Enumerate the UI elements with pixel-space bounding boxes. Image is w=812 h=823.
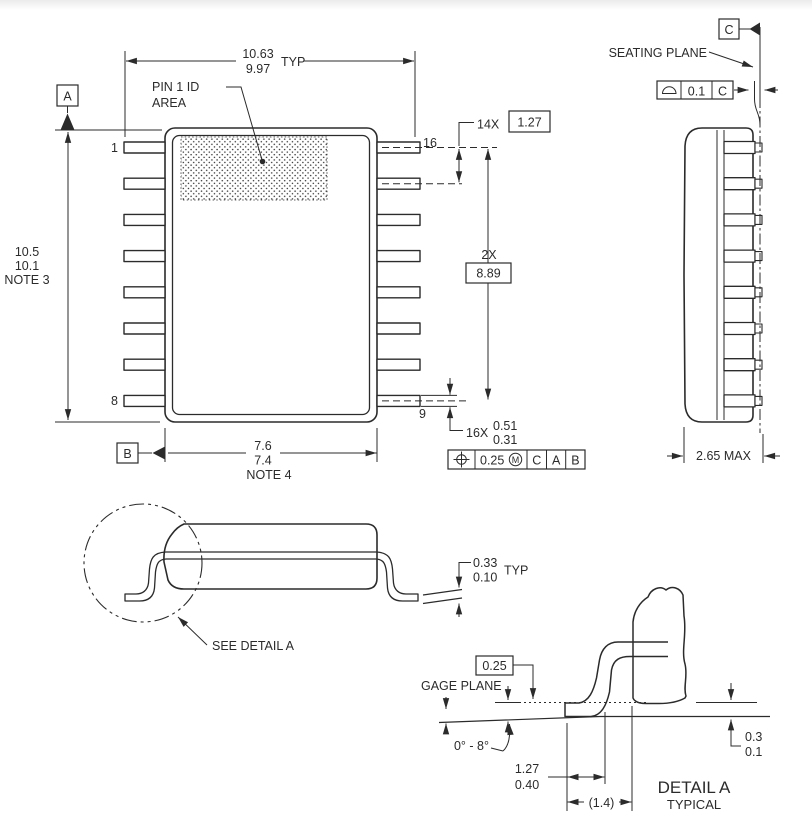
dimension-bracket (458, 562, 471, 574)
dim-foot-length-max: 1.27 (515, 762, 539, 776)
dim-span-basic-box (465, 262, 512, 284)
datum-a-label: A (63, 90, 72, 104)
dim-body-width-note: NOTE 4 (246, 468, 291, 482)
profile-of-surface-symbol-icon (661, 86, 677, 94)
dim-standoff-min: 0.1 (745, 745, 762, 759)
dim-lead-ref-value: (1.4) (589, 796, 615, 810)
dim-span-count: 2X (481, 248, 497, 262)
dim-gage-offset-value: 0.25 (482, 659, 506, 673)
pin-number-9: 9 (419, 407, 426, 421)
fcf-frame (656, 80, 734, 100)
side-body-outline (683, 127, 754, 423)
dim-overall-width-min: 9.97 (246, 62, 270, 76)
gage-plane-label: GAGE PLANE (421, 679, 502, 693)
right-pins (376, 141, 421, 408)
dimension-bracket (730, 733, 741, 747)
datum-b-label: B (123, 447, 131, 461)
dim-overall-width-qualifier: TYP (281, 55, 305, 69)
lead-angle-tick (490, 747, 504, 752)
datum-a-triangle-icon (60, 113, 75, 130)
fcf-cell-dividers (474, 450, 567, 469)
datum-b-triangle-icon (152, 446, 165, 460)
dim-overall-length-min: 10.1 (15, 259, 39, 273)
package-body-outline (164, 127, 378, 423)
fcf-position-tolerance: 0.25 (480, 454, 504, 468)
dim-standoff-max: 0.3 (745, 730, 762, 744)
dim-pitch-value: 1.27 (517, 116, 541, 130)
dim-foot-length-min: 0.40 (515, 778, 539, 792)
seating-plane-leader (708, 51, 754, 68)
tolerance-zone-connector (754, 98, 761, 126)
dim-span-value: 8.89 (476, 267, 500, 281)
front-body-outline (163, 523, 378, 590)
fcf-position-datum1: C (532, 454, 541, 468)
dim-lead-width-min: 0.31 (493, 433, 517, 447)
page-top-edge (0, 0, 812, 10)
side-view: C SEATING PLANE 0.1 C 2.65 MAX (609, 18, 780, 463)
dim-lead-width-count: 16X (466, 426, 489, 440)
pin1-id-leader-dot (259, 158, 266, 165)
dim-lead-width-max: 0.51 (493, 419, 517, 433)
datum-c-triangle-icon (749, 22, 760, 36)
left-lead (124, 551, 167, 602)
pin1-id-area (180, 136, 328, 201)
dim-body-width-max: 7.6 (254, 439, 271, 453)
left-pins (123, 141, 166, 408)
dim-overall-length-max: 10.5 (15, 245, 39, 259)
fcf-frame (447, 449, 586, 470)
lead-angle-arc (502, 723, 514, 752)
pin1-id-label-line2: AREA (152, 96, 187, 110)
dim-lead-thickness-max: 0.33 (473, 556, 497, 570)
lead-frame-lines (166, 551, 376, 560)
pin-number-8: 8 (111, 394, 118, 408)
dim-lead-thickness-min: 0.10 (473, 571, 497, 585)
lead-thickness-lines (422, 588, 463, 605)
see-detail-leader (177, 616, 208, 646)
pin1-id-label-line1: PIN 1 ID (152, 80, 199, 94)
dim-lead-thickness-qualifier: TYP (504, 564, 528, 578)
dim-height-value: 2.65 MAX (696, 449, 752, 463)
position-symbol-icon (453, 451, 470, 468)
dim-lead-width-bracket (449, 423, 463, 431)
detail-body-section (632, 586, 687, 705)
right-lead (375, 551, 419, 602)
dim-pitch-count: 14X (477, 118, 500, 132)
datum-c-label: C (724, 23, 733, 37)
lead-foot-outline (564, 641, 668, 718)
dim-overall-width-max: 10.63 (242, 47, 273, 61)
fcf-position-datum3: B (571, 454, 579, 468)
seating-plane-line (438, 715, 770, 724)
detail-a-view: 0.25 GAGE PLANE 0° - 8° 0.3 0.1 1.27 0.4… (421, 586, 770, 812)
dim-pitch-bracket (458, 122, 474, 146)
pin-number-16: 16 (423, 136, 437, 150)
detail-a-circle (83, 503, 203, 623)
side-pin-stubs (723, 140, 756, 408)
fcf-profile-tolerance: 0.1 (688, 85, 705, 99)
front-view: SEE DETAIL A 0.33 0.10 TYP (83, 503, 528, 653)
lead-angle-value: 0° - 8° (454, 739, 489, 753)
dim-pitch-basic-box (508, 110, 551, 133)
fcf-position-modifier: M (512, 455, 520, 465)
detail-a-subtitle: TYPICAL (667, 797, 721, 812)
package-body-inner-outline (171, 134, 371, 416)
detail-a-title: DETAIL A (658, 778, 731, 797)
fcf-cell-dividers (680, 81, 713, 99)
pin-number-1: 1 (111, 141, 118, 155)
seating-plane-label: SEATING PLANE (609, 46, 707, 60)
gage-offset-leader (513, 664, 537, 700)
top-view: 1 8 16 9 PIN 1 ID AREA 10.63 9.97 TYP A … (4, 47, 586, 482)
side-pin-tips (754, 142, 763, 406)
dim-overall-length-note: NOTE 3 (4, 273, 49, 287)
pin1-id-leader-line (226, 86, 263, 161)
mmc-modifier-circle-icon (508, 452, 523, 467)
dim-body-width-min: 7.4 (254, 454, 271, 468)
fcf-profile: 0.1 C (656, 80, 734, 100)
fcf-position: 0.25 M C A B (447, 449, 586, 470)
fcf-profile-datum: C (718, 85, 727, 99)
fcf-position-datum2: A (552, 454, 561, 468)
see-detail-label: SEE DETAIL A (212, 639, 295, 653)
